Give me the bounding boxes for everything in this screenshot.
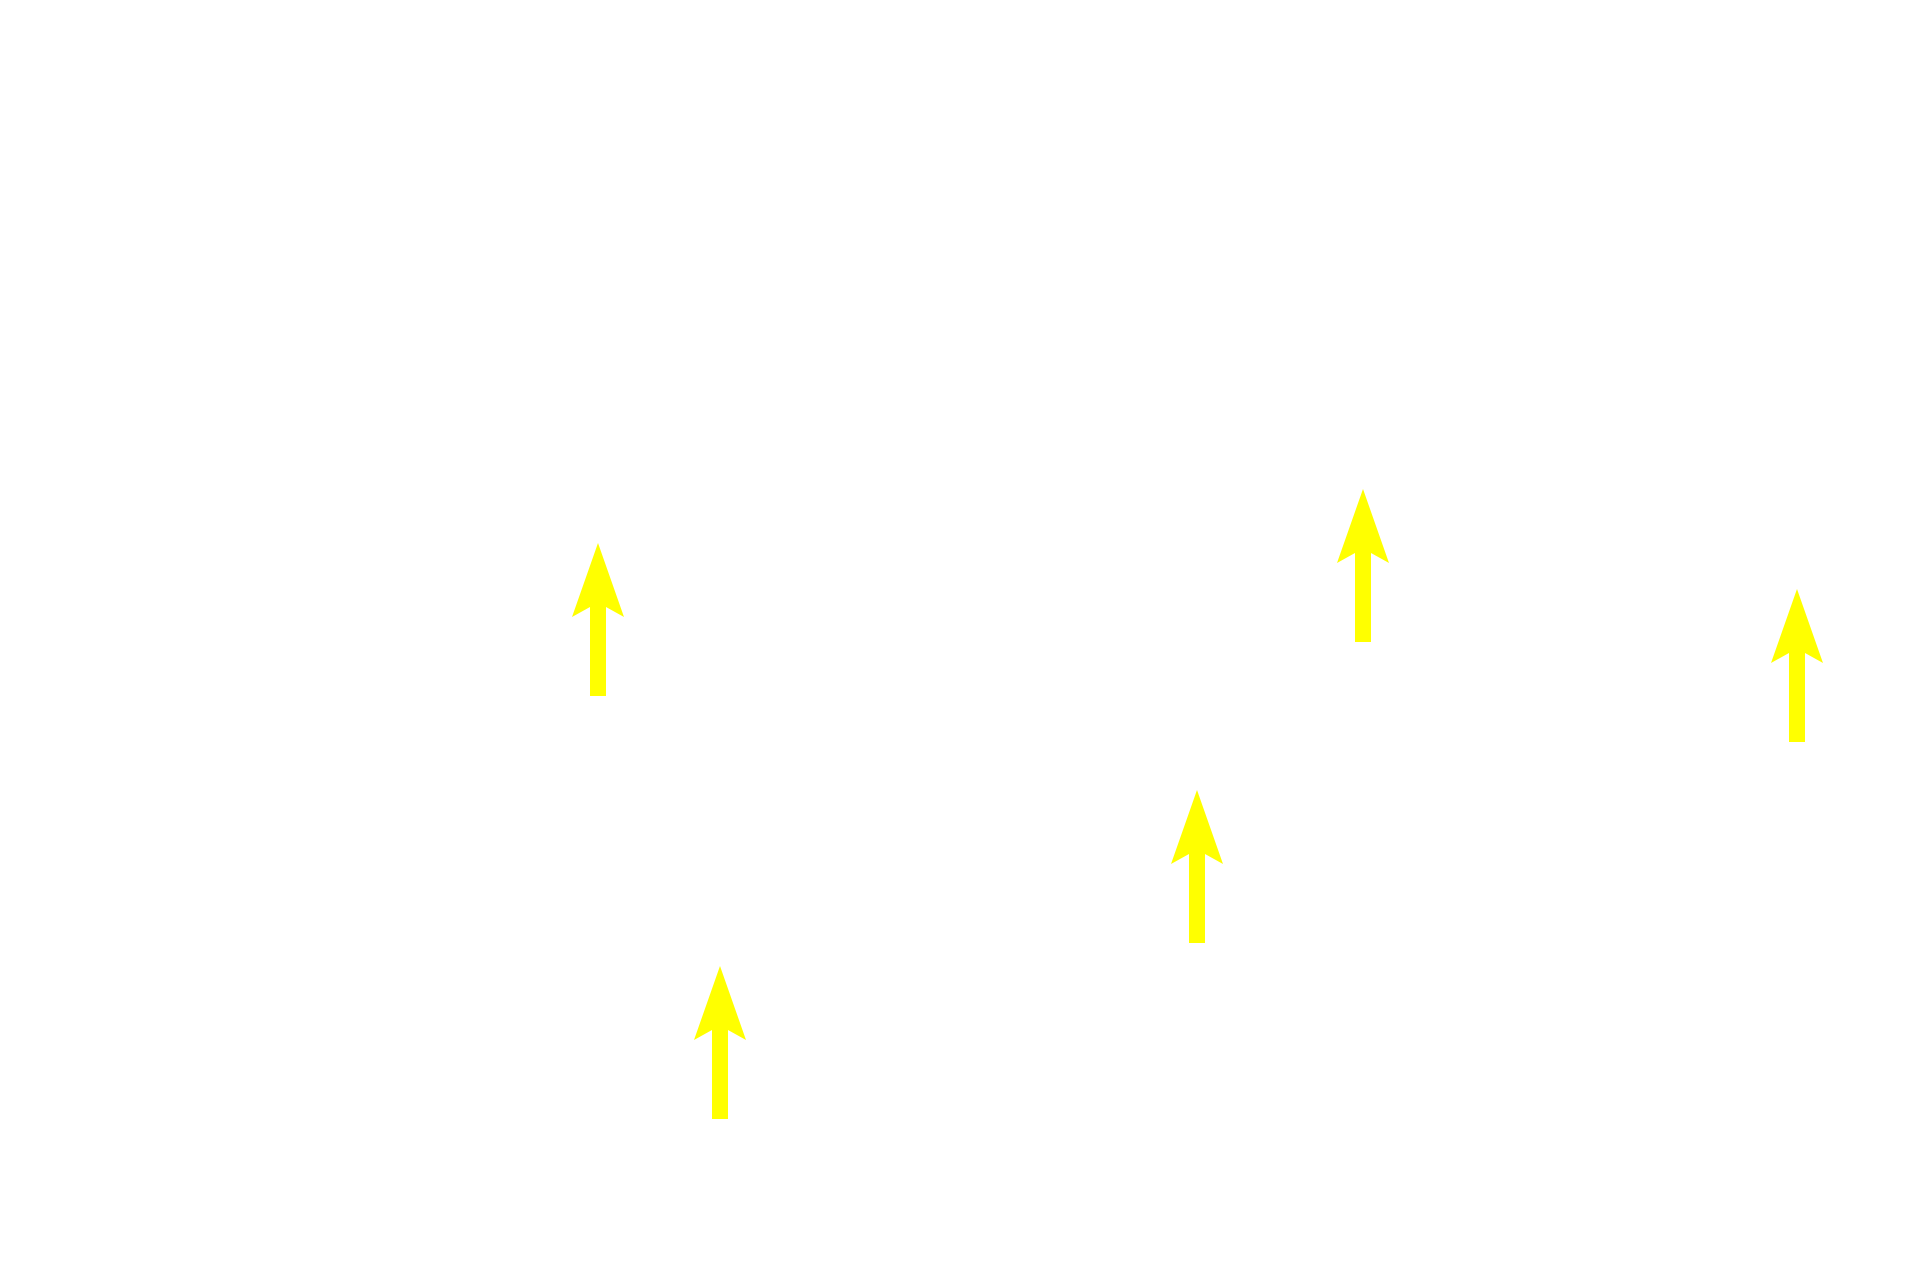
up-arrow-icon	[1171, 790, 1223, 943]
up-arrow-icon	[694, 966, 746, 1119]
up-arrow-icon	[1337, 489, 1389, 642]
up-arrow-icon	[1771, 589, 1823, 742]
up-arrow-icon	[572, 543, 624, 696]
